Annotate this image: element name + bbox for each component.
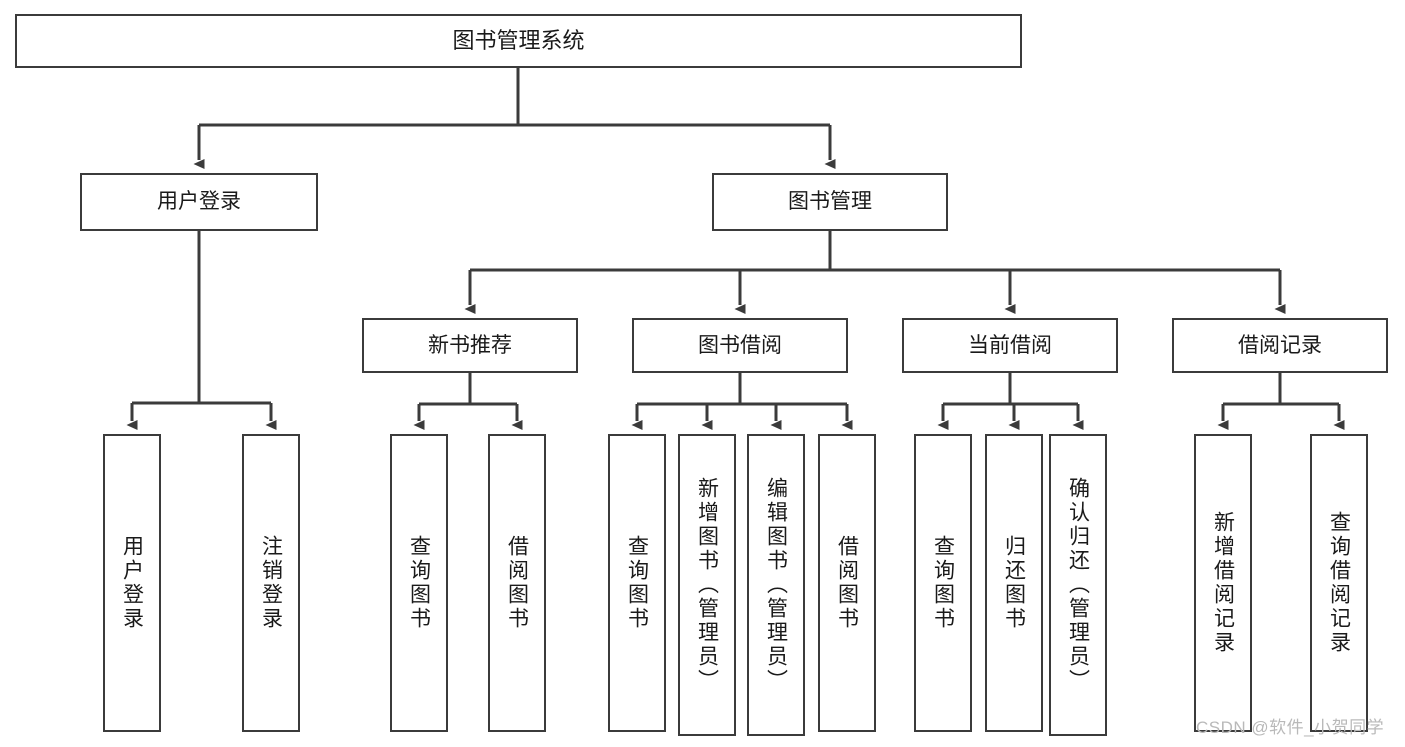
node-book-borrow[interactable]: 图书借阅 (632, 318, 848, 373)
node-root[interactable]: 图书管理系统 (15, 14, 1022, 68)
node-leaf-add-book-label: 新增图书（管理员） (695, 477, 719, 693)
node-leaf-return-book-label: 归还图书 (1002, 535, 1026, 631)
node-user-login[interactable]: 用户登录 (80, 173, 318, 231)
node-leaf-query-borrow-record-label: 查询借阅记录 (1327, 511, 1351, 655)
node-leaf-borrow-book-label: 借阅图书 (835, 535, 859, 631)
node-leaf-logout[interactable]: 注销登录 (242, 434, 300, 732)
node-leaf-edit-book[interactable]: 编辑图书（管理员） (747, 434, 805, 736)
node-book-manage-label: 图书管理 (788, 190, 872, 214)
node-leaf-query-book-borrow-label: 查询图书 (625, 535, 649, 631)
node-leaf-confirm-return[interactable]: 确认归还（管理员） (1049, 434, 1107, 736)
node-leaf-borrow-book-recommend-label: 借阅图书 (505, 535, 529, 631)
node-borrow-record-label: 借阅记录 (1238, 333, 1322, 357)
node-leaf-query-book-recommend-label: 查询图书 (407, 535, 431, 631)
node-leaf-borrow-book-recommend[interactable]: 借阅图书 (488, 434, 546, 732)
node-user-login-label: 用户登录 (157, 190, 241, 214)
node-book-manage[interactable]: 图书管理 (712, 173, 948, 231)
node-leaf-confirm-return-label: 确认归还（管理员） (1066, 477, 1090, 693)
node-leaf-query-book-current[interactable]: 查询图书 (914, 434, 972, 732)
node-leaf-add-borrow-record-label: 新增借阅记录 (1211, 511, 1235, 655)
node-borrow-record[interactable]: 借阅记录 (1172, 318, 1388, 373)
node-book-borrow-label: 图书借阅 (698, 333, 782, 357)
node-leaf-user-login[interactable]: 用户登录 (103, 434, 161, 732)
node-leaf-user-login-label: 用户登录 (120, 535, 144, 631)
node-new-book-recommend[interactable]: 新书推荐 (362, 318, 578, 373)
node-leaf-return-book[interactable]: 归还图书 (985, 434, 1043, 732)
node-new-book-recommend-label: 新书推荐 (428, 333, 512, 357)
node-leaf-query-book-current-label: 查询图书 (931, 535, 955, 631)
csdn-watermark: CSDN @软件_小贺同学 (1196, 718, 1385, 737)
node-leaf-add-borrow-record[interactable]: 新增借阅记录 (1194, 434, 1252, 732)
node-current-borrow[interactable]: 当前借阅 (902, 318, 1118, 373)
node-leaf-query-borrow-record[interactable]: 查询借阅记录 (1310, 434, 1368, 732)
node-leaf-borrow-book[interactable]: 借阅图书 (818, 434, 876, 732)
node-current-borrow-label: 当前借阅 (968, 333, 1052, 357)
node-leaf-edit-book-label: 编辑图书（管理员） (764, 477, 788, 693)
node-leaf-query-book-recommend[interactable]: 查询图书 (390, 434, 448, 732)
node-leaf-logout-label: 注销登录 (259, 535, 283, 631)
node-leaf-query-book-borrow[interactable]: 查询图书 (608, 434, 666, 732)
node-root-label: 图书管理系统 (452, 27, 585, 53)
node-leaf-add-book[interactable]: 新增图书（管理员） (678, 434, 736, 736)
